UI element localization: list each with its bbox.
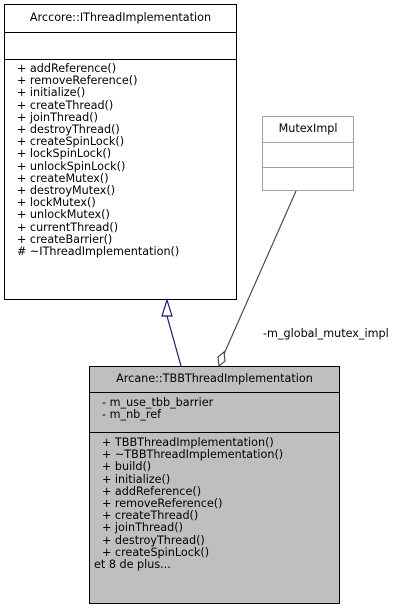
class-title: Arccore::IThreadImplementation: [5, 5, 236, 32]
method-entry: + createMutex(): [17, 171, 109, 185]
method-entry: + build(): [102, 460, 152, 474]
method-entry: + createBarrier(): [17, 232, 113, 246]
method-entry: + destroyThread(): [102, 533, 205, 547]
class-title: Arcane::TBBThreadImplementation: [90, 367, 339, 392]
class-title-text: MutexImpl: [278, 122, 338, 135]
class-attributes-empty: [263, 142, 353, 167]
class-title: MutexImpl: [263, 117, 353, 142]
method-entry: + ~TBBThreadImplementation(): [102, 448, 284, 462]
aggregation-edge-label: -m_global_mutex_impl: [263, 327, 389, 340]
method-entry: + createSpinLock(): [102, 545, 210, 559]
aggregation-diamond: [217, 350, 226, 368]
method-entry: + destroyMutex(): [17, 184, 116, 198]
attribute-entry: - m_use_tbb_barrier: [102, 396, 214, 409]
class-methods-empty: [263, 167, 353, 190]
aggregation-edge: [223, 190, 297, 355]
class-methods: + TBBThreadImplementation() + ~TBBThread…: [90, 432, 339, 573]
method-entry: + currentThread(): [17, 220, 119, 234]
class-box-tbbthreadimplementation[interactable]: Arcane::TBBThreadImplementation - m_use_…: [89, 366, 340, 604]
method-entry: + createThread(): [17, 98, 114, 112]
method-entry: + createSpinLock(): [17, 135, 125, 149]
class-box-ithreadimplementation[interactable]: Arccore::IThreadImplementation + addRefe…: [4, 4, 237, 300]
method-entry: + addReference(): [17, 62, 117, 75]
class-methods: + addReference() + removeReference() + i…: [5, 59, 236, 260]
class-attributes-empty: [5, 32, 236, 59]
method-entry: + createThread(): [102, 509, 199, 523]
method-entry: + addReference(): [102, 484, 202, 498]
method-entry: + initialize(): [17, 86, 86, 100]
method-entry: + destroyThread(): [17, 123, 120, 137]
method-entry: + TBBThreadImplementation(): [102, 436, 274, 449]
inheritance-arrowhead: [161, 297, 173, 317]
method-entry: + initialize(): [102, 472, 171, 486]
method-entry: + removeReference(): [17, 74, 138, 88]
class-box-muteximpl[interactable]: MutexImpl: [262, 116, 354, 191]
method-entry: + joinThread(): [17, 110, 98, 124]
method-entry: + joinThread(): [102, 521, 183, 535]
method-entry: + removeReference(): [102, 497, 223, 511]
class-title-text: Arcane::TBBThreadImplementation: [116, 372, 313, 385]
class-attributes: - m_use_tbb_barrier - m_nb_ref: [90, 392, 339, 432]
method-entry: + lockSpinLock(): [17, 147, 112, 161]
inheritance-edge: [166, 315, 182, 367]
method-entry: + unlockMutex(): [17, 208, 110, 222]
attribute-entry: - m_nb_ref: [102, 408, 162, 422]
method-entry: + unlockSpinLock(): [17, 159, 126, 173]
method-more: et 8 de plus...: [94, 558, 171, 572]
method-entry: + lockMutex(): [17, 196, 96, 210]
method-entry: # ~IThreadImplementation(): [17, 245, 180, 259]
class-title-text: Arccore::IThreadImplementation: [29, 11, 212, 24]
